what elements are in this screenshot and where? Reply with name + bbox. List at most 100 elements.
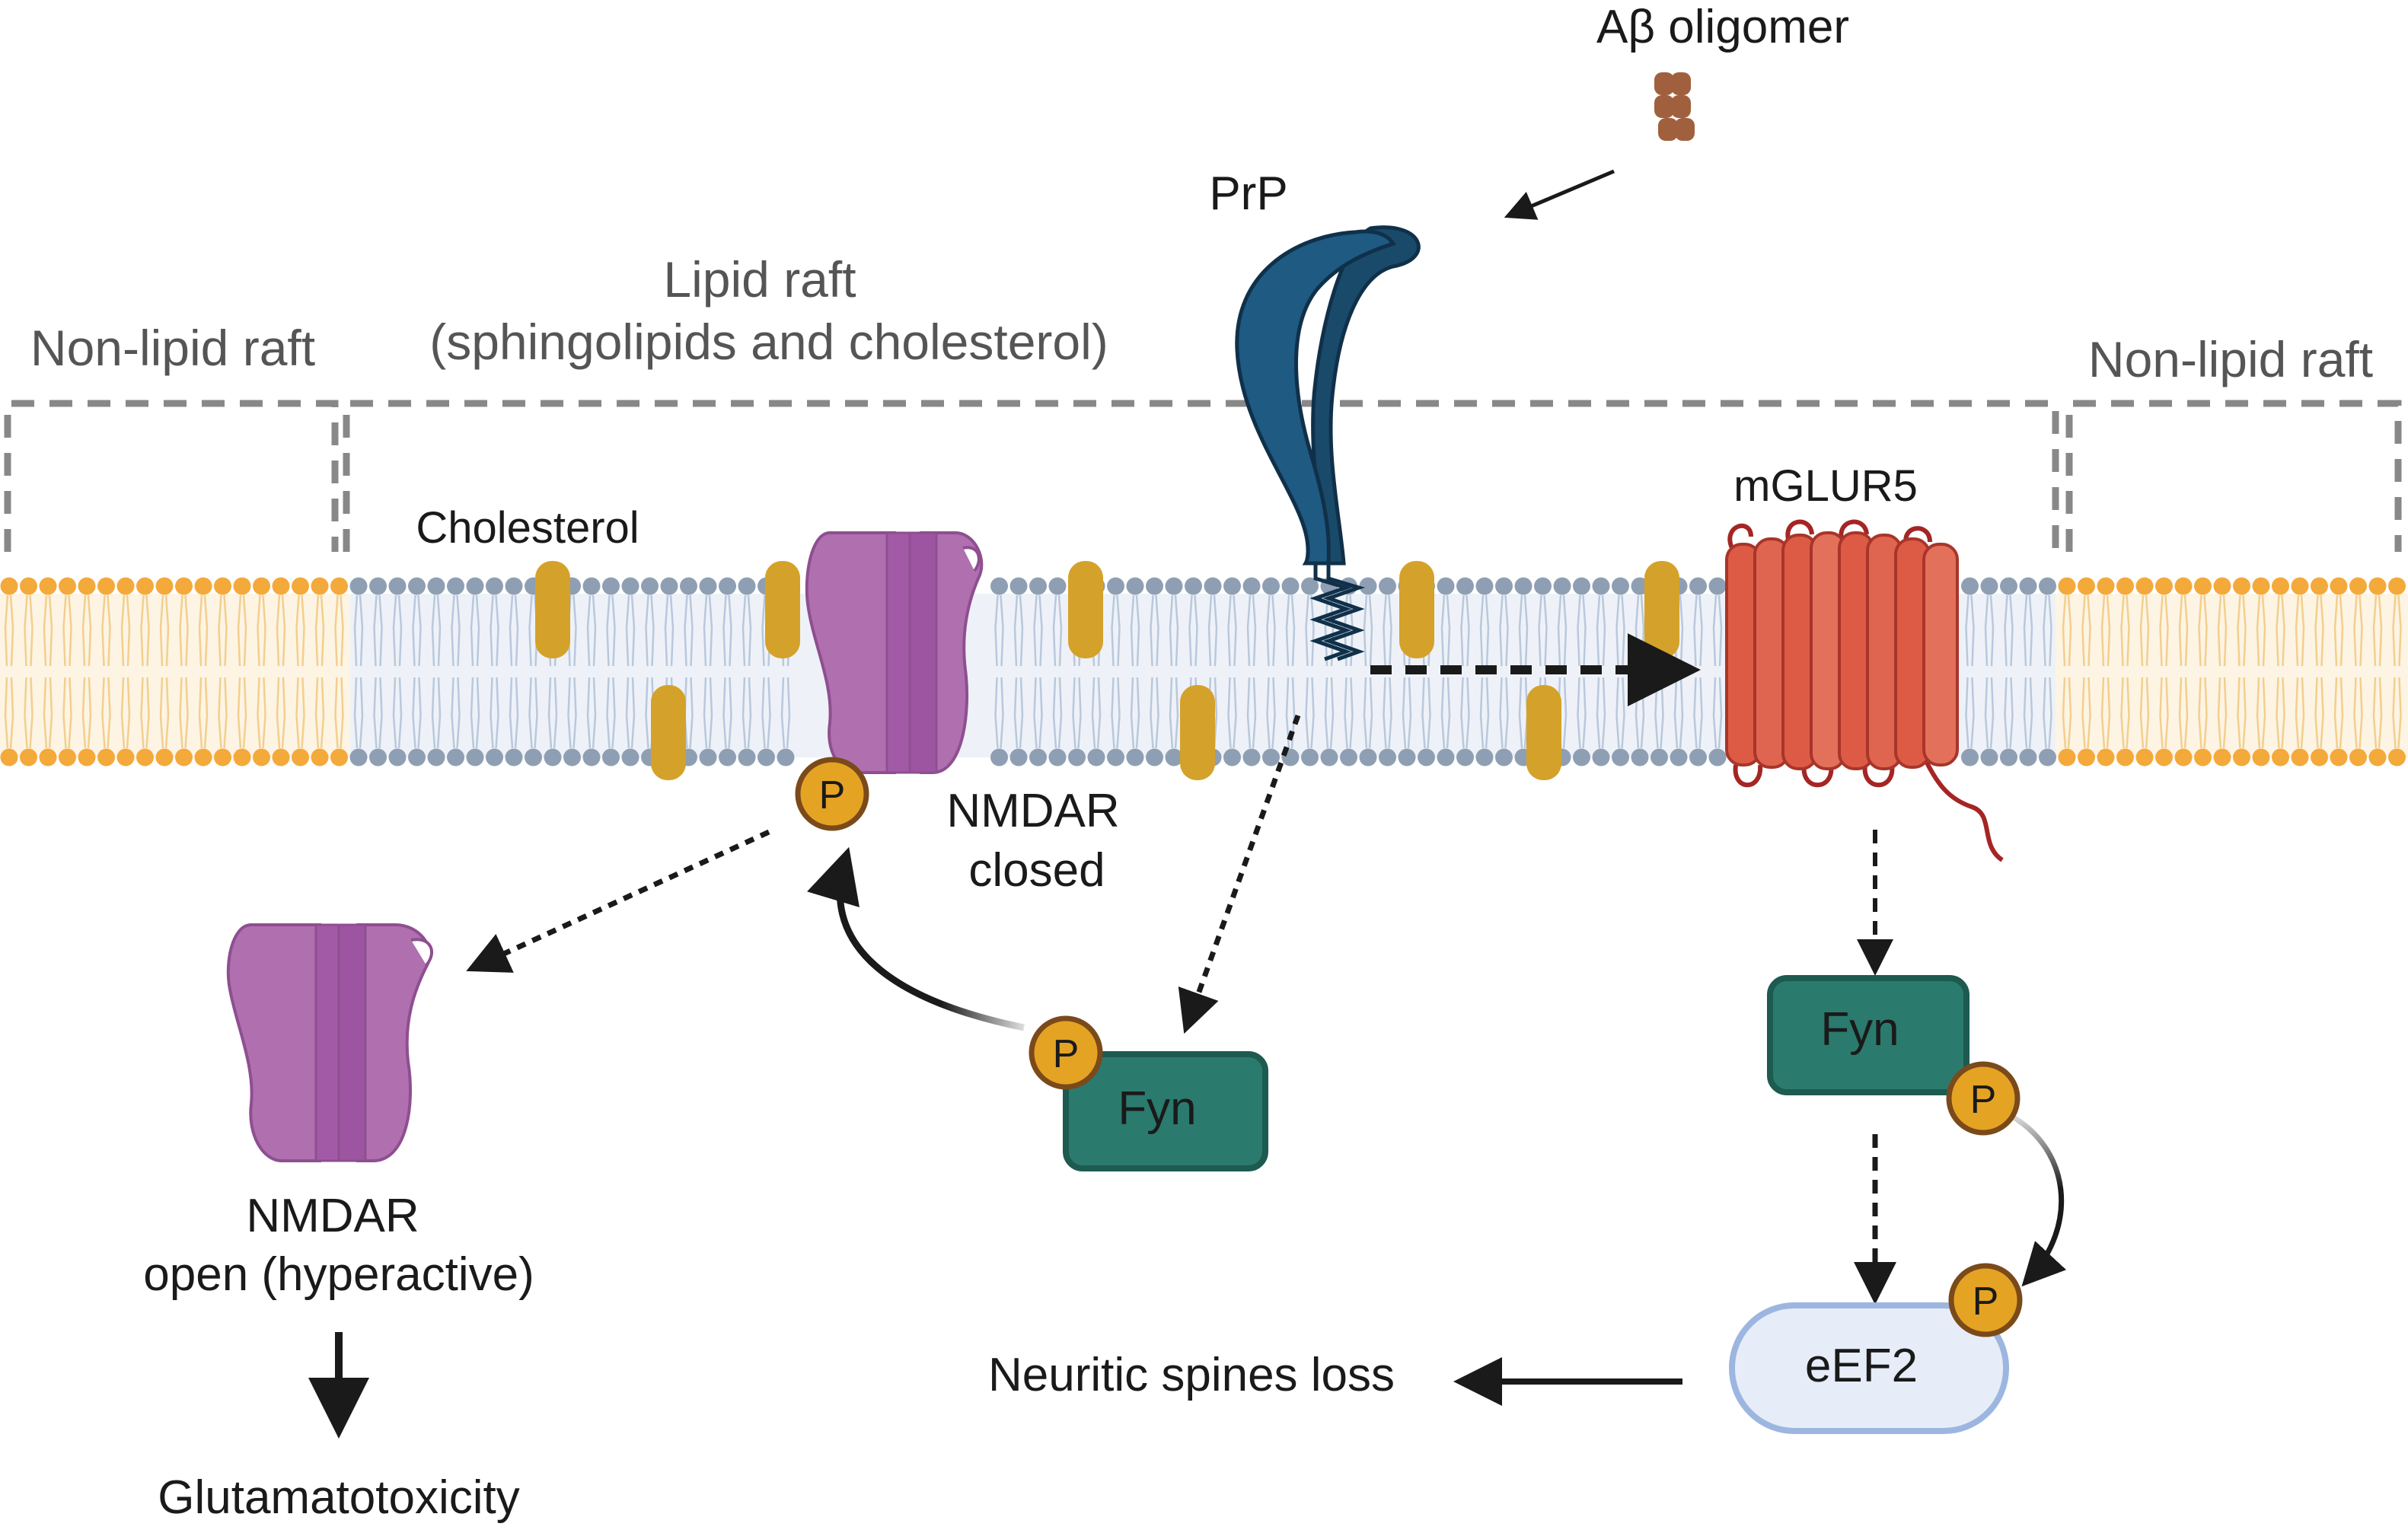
lipid-tail	[1130, 594, 1135, 667]
lipid-tail	[301, 677, 305, 749]
lipid-tail	[630, 677, 636, 749]
lipid-tail	[2295, 594, 2300, 667]
lipid-tail	[1135, 594, 1140, 667]
lipid-tail	[2339, 677, 2344, 749]
lipid-tail	[722, 677, 727, 749]
lipid-head	[466, 577, 484, 595]
lipid-head	[427, 577, 445, 595]
lipid-tail	[378, 594, 383, 667]
phospho-label: P	[1053, 1032, 1080, 1076]
lipid-tail	[397, 594, 403, 667]
lipid-tail	[2043, 594, 2047, 667]
lipid-tail	[1499, 594, 1504, 667]
lipid-head	[97, 577, 115, 595]
lipid-head	[311, 577, 329, 595]
lipid-tail	[2106, 594, 2111, 667]
lipid-head	[2116, 577, 2134, 595]
lipid-tail	[1155, 594, 1159, 667]
lipid-tail	[1421, 677, 1426, 749]
lipid-head	[1612, 577, 1629, 595]
lipid-tail	[436, 594, 442, 667]
lipid-head	[1495, 748, 1513, 766]
lipid-head	[2174, 577, 2193, 595]
lipid-head	[1573, 748, 1590, 766]
lipid-tail	[1562, 594, 1568, 667]
lipid-tail	[2281, 594, 2285, 667]
lipid-tail	[2062, 677, 2067, 749]
lipid-head	[1009, 577, 1028, 595]
lipid-head	[1262, 748, 1280, 766]
lipid-head	[505, 577, 523, 595]
lipid-head	[1708, 577, 1727, 595]
lipid-head	[2349, 577, 2367, 595]
lipid-tail	[1383, 594, 1387, 667]
lipid-head	[1631, 748, 1649, 766]
lipid-tail	[2126, 594, 2130, 667]
lipid-tail	[1427, 677, 1431, 749]
lipid-tail	[1518, 594, 1523, 667]
lipid-head	[1961, 577, 1979, 595]
lipid-tail	[625, 594, 630, 667]
lipid-tail	[295, 594, 300, 667]
lipid-head	[1029, 748, 1047, 766]
lipid-head	[2311, 748, 2328, 766]
lipid-head	[2078, 577, 2095, 595]
lipid-head	[1495, 577, 1513, 595]
lipid-tail	[490, 677, 494, 749]
lipid-raft-title: Lipid raft	[663, 251, 856, 308]
lipid-head	[2135, 577, 2154, 595]
lipid-tail	[1984, 594, 1989, 667]
lipid-tail	[1252, 677, 1257, 749]
lipid-head	[2194, 748, 2212, 766]
lipid-head	[292, 577, 309, 595]
lipid-tail	[1538, 594, 1542, 667]
lipid-head	[2019, 577, 2037, 595]
lipid-tail	[107, 594, 111, 667]
lipid-tail	[353, 594, 359, 667]
lipid-raft-box	[343, 400, 2059, 552]
lipid-head	[1068, 748, 1086, 766]
lipid-tail	[1130, 677, 1135, 749]
lipid-head	[1165, 577, 1183, 595]
lipid-head	[97, 748, 115, 766]
lipid-head	[1631, 577, 1649, 595]
lipid-tail	[1305, 594, 1309, 667]
lipid-tail	[1169, 677, 1174, 749]
lipid-tail	[2067, 594, 2072, 667]
lipid-tail	[645, 677, 649, 749]
lipid-head	[1107, 748, 1124, 766]
lipid-tail	[140, 677, 145, 749]
lipid-tail	[1111, 677, 1115, 749]
lipid-tail	[2164, 594, 2169, 667]
lipid-head	[719, 577, 736, 595]
lipid-tail	[1984, 677, 1989, 749]
lipid-tail	[456, 677, 461, 749]
lipid-tail	[281, 677, 286, 749]
lipid-head	[1689, 577, 1707, 595]
lipid-tail	[1615, 594, 1620, 667]
lipid-tail	[1485, 594, 1490, 667]
lipid-head	[388, 577, 407, 595]
cholesterol-molecule	[1644, 561, 1679, 658]
lipid-tail	[101, 677, 106, 749]
lipid-tail	[514, 677, 519, 749]
lipid-head	[738, 748, 756, 766]
lipid-tail	[2087, 677, 2091, 749]
lipid-head	[2039, 577, 2056, 595]
lipid-tail	[2392, 594, 2397, 667]
lipid-head	[427, 748, 445, 766]
lipid-tail	[295, 677, 300, 749]
lipid-head	[2330, 577, 2348, 595]
lipid-tail	[728, 677, 732, 749]
lipid-tail	[314, 677, 320, 749]
lipid-tail	[1698, 677, 1703, 749]
lipid-tail	[1523, 594, 1529, 667]
lipid-tail	[509, 594, 514, 667]
lipid-tail	[417, 594, 422, 667]
lipid-tail	[81, 677, 87, 749]
lipid-tail	[1717, 677, 1723, 749]
lipid-tail	[2237, 677, 2241, 749]
fyn-right-box: Fyn	[1767, 975, 1969, 1095]
lipid-tail	[48, 594, 53, 667]
lipid-tail	[62, 677, 67, 749]
